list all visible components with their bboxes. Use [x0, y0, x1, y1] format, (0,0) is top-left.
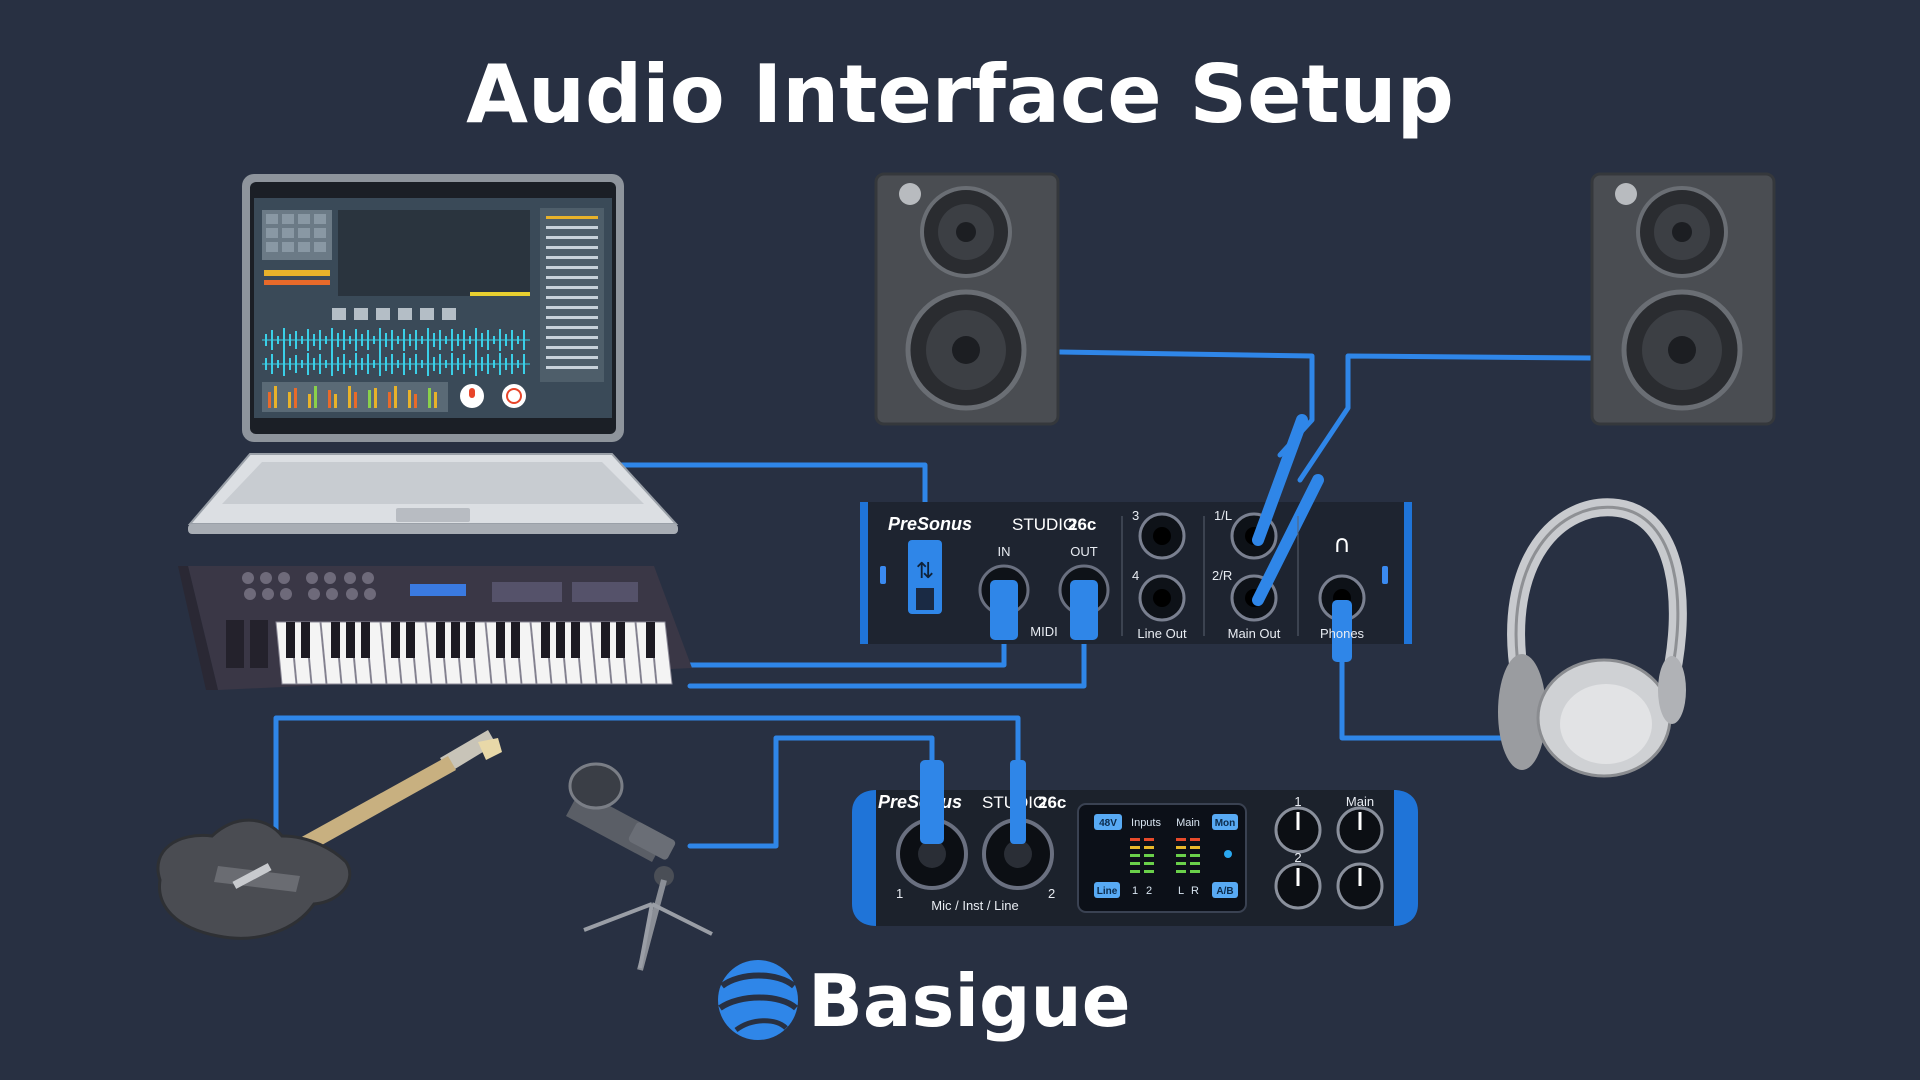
midi-out-label: OUT: [1070, 544, 1098, 559]
guitar-cable: [273, 715, 1021, 883]
speaker-left: [874, 172, 1060, 426]
ab-label: A/B: [1216, 886, 1233, 897]
page-title: Audio Interface Setup: [466, 48, 1454, 141]
brand-logo: Basigue: [718, 959, 1131, 1043]
rear-model-prefix: STUDIO: [1012, 515, 1076, 534]
headphone-cable: [1339, 657, 1508, 741]
daw-track-list: [546, 216, 598, 369]
main-out-label: Main Out: [1228, 626, 1281, 641]
daw-transport: [332, 308, 456, 320]
ab-button[interactable]: [1212, 882, 1238, 898]
lcd-main-label: Main: [1176, 817, 1200, 829]
daw-play-icon: [502, 384, 526, 408]
microphone: [566, 762, 713, 971]
midi-label: MIDI: [1030, 624, 1057, 639]
speaker-right-cable: [1297, 353, 1595, 483]
usb-icon: ⇅: [916, 559, 934, 584]
main-1-label: 1/L: [1214, 508, 1232, 523]
midi-out-cable: [687, 637, 1087, 689]
line-button[interactable]: [1094, 882, 1120, 898]
lcd-l-label: L: [1178, 885, 1184, 897]
headphones: [1498, 498, 1687, 778]
lcd-inputs-label: Inputs: [1131, 817, 1161, 829]
phones-label: Phones: [1320, 626, 1365, 641]
brand-name: Basigue: [808, 959, 1131, 1043]
input-2-label: 2: [1048, 886, 1055, 901]
input-1-label: 1: [896, 886, 903, 901]
midi-in-label: IN: [998, 544, 1011, 559]
usb-port[interactable]: ⇅: [908, 540, 942, 614]
rear-model-number: 26c: [1068, 515, 1096, 534]
knob-2-label: 2: [1294, 850, 1301, 865]
daw-waveform: [262, 328, 530, 376]
line-3-label: 3: [1132, 508, 1139, 523]
laptop: [187, 174, 679, 534]
electric-guitar: [156, 730, 502, 940]
lcd-r-label: R: [1191, 885, 1199, 897]
keyboard-knobs: [242, 572, 376, 600]
speaker-left-cable: [1057, 349, 1315, 458]
speaker-right: [1590, 172, 1776, 426]
interface-rear-panel: PreSonus STUDIO 26c ⇅ IN OUT MIDI 3 4 Li…: [860, 414, 1412, 662]
lcd-meters: [1130, 838, 1200, 873]
daw-pad-grid: [266, 214, 326, 252]
phantom-label: 48V: [1099, 818, 1117, 829]
keyboard-black-keys: [286, 622, 655, 658]
mic-cable: [687, 735, 935, 849]
lcd-ch1-label: 1: [1132, 885, 1138, 897]
front-model-number: 26c: [1038, 793, 1066, 812]
keyboard-display: [410, 584, 466, 596]
midi-in-cable: [687, 637, 1007, 668]
cables: [273, 349, 1595, 883]
usb-status-led: [1224, 850, 1232, 858]
phantom-button[interactable]: [1094, 814, 1122, 830]
mon-button[interactable]: [1212, 814, 1238, 830]
line-label: Line: [1097, 886, 1118, 897]
main-2-label: 2/R: [1212, 568, 1232, 583]
lcd-ch2-label: 2: [1146, 885, 1152, 897]
line-out-label: Line Out: [1137, 626, 1187, 641]
mon-label: Mon: [1215, 818, 1236, 829]
interface-front-panel: PreSonus STUDIO 26c 1 2 Mic / Inst / Lin…: [852, 760, 1418, 926]
midi-keyboard: [178, 566, 692, 690]
line-4-label: 4: [1132, 568, 1139, 583]
daw-meters: [268, 386, 437, 408]
knob-main-label: Main: [1346, 794, 1374, 809]
rear-brand: PreSonus: [888, 514, 972, 534]
knob-1-label: 1: [1294, 794, 1301, 809]
input-type-label: Mic / Inst / Line: [931, 898, 1018, 913]
headphone-icon: ∩: [1333, 530, 1351, 558]
